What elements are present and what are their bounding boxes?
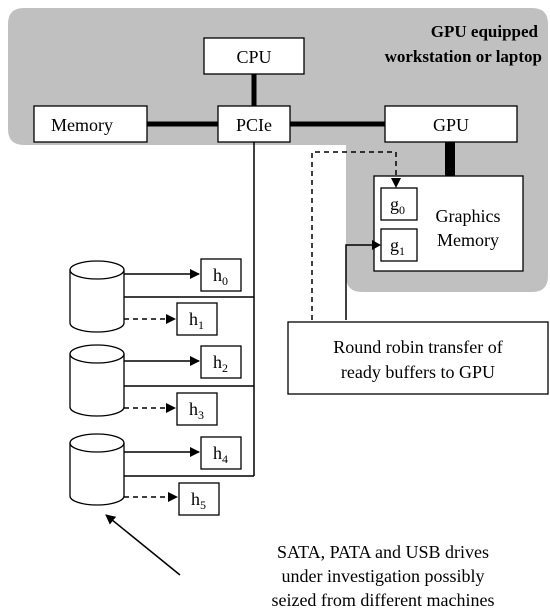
gpu-buffer-g0-sub: 0 [399, 203, 405, 217]
host-buffer-h2-sub: 2 [222, 361, 228, 375]
drives-note-line3: seized from different machines [271, 590, 494, 610]
svg-text:g1: g1 [390, 235, 405, 258]
host-buffer-h1 [176, 302, 218, 336]
drive-3 [69, 433, 125, 506]
host-buffer-h1-sub: 1 [198, 318, 204, 332]
svg-text:h0: h0 [213, 265, 228, 288]
host-buffer-h0 [200, 258, 242, 292]
host-buffer-h4-sub: 4 [222, 452, 228, 466]
host-buffer-h2-base: h [213, 352, 222, 372]
gpu-label: GPU [433, 115, 469, 135]
drive-2-top [69, 344, 125, 364]
host-buffer-h3-base: h [189, 399, 198, 419]
gpu-buffer-g1-base: g [390, 235, 399, 255]
svg-text:h5: h5 [191, 489, 206, 512]
gpu-buffer-g0-base: g [390, 194, 399, 214]
host-buffer-h3-sub: 3 [198, 408, 204, 422]
cpu-box [203, 37, 305, 75]
region-title-line2: workstation or laptop [385, 47, 542, 66]
host-buffer-h5-sub: 5 [200, 498, 206, 512]
pcie-label: PCIe [236, 115, 272, 135]
transfer-path-solid [345, 244, 374, 320]
transfer-note-line1: Round robin transfer of [333, 337, 502, 357]
drive-1 [69, 260, 125, 333]
drive-1-body [69, 270, 125, 333]
host-buffer-h3 [176, 392, 218, 426]
drive-2-body [69, 354, 125, 417]
svg-text:h2: h2 [213, 352, 228, 375]
memory-box [33, 105, 148, 143]
pcie-box [217, 105, 291, 143]
host-buffer-h2 [200, 345, 242, 379]
host-buffer-h0-sub: 0 [222, 274, 228, 288]
transfer-note-line2: ready buffers to GPU [341, 362, 495, 382]
drive-1-top [69, 260, 125, 280]
host-buffer-h0-base: h [213, 265, 222, 285]
host-buffer-h4-base: h [213, 443, 222, 463]
gpu-buffer-g0 [380, 187, 418, 221]
svg-text:h3: h3 [189, 399, 204, 422]
region-title-line1: GPU equipped [431, 22, 539, 41]
transfer-note-box [287, 321, 549, 395]
memory-label: Memory [51, 115, 113, 135]
drive-2 [69, 344, 125, 417]
host-buffer-h5 [178, 482, 220, 516]
svg-text:g0: g0 [390, 194, 405, 217]
transfer-arrowhead-g1 [372, 240, 381, 250]
drives-note-line1: SATA, PATA and USB drives [277, 542, 489, 562]
cpu-label: CPU [236, 47, 271, 67]
gpu-box [384, 105, 518, 143]
host-buffer-h5-base: h [191, 489, 200, 509]
transfer-arrowhead-g0 [391, 178, 401, 188]
host-buffer-h4 [200, 436, 242, 470]
transfer-path-dashed [311, 151, 397, 320]
graphics-memory-label-line1: Graphics [436, 206, 501, 226]
graphics-memory-label-line2: Memory [437, 230, 499, 250]
drive-3-top [69, 433, 125, 453]
svg-text:h1: h1 [189, 309, 204, 332]
drive-3-body [69, 443, 125, 506]
gpu-buffer-g1-sub: 1 [399, 244, 405, 258]
drives-note-line2: under investigation possibly [282, 566, 485, 586]
drives-pointer-arrow [105, 514, 181, 576]
host-buffer-h1-base: h [189, 309, 198, 329]
svg-text:h4: h4 [213, 443, 228, 466]
